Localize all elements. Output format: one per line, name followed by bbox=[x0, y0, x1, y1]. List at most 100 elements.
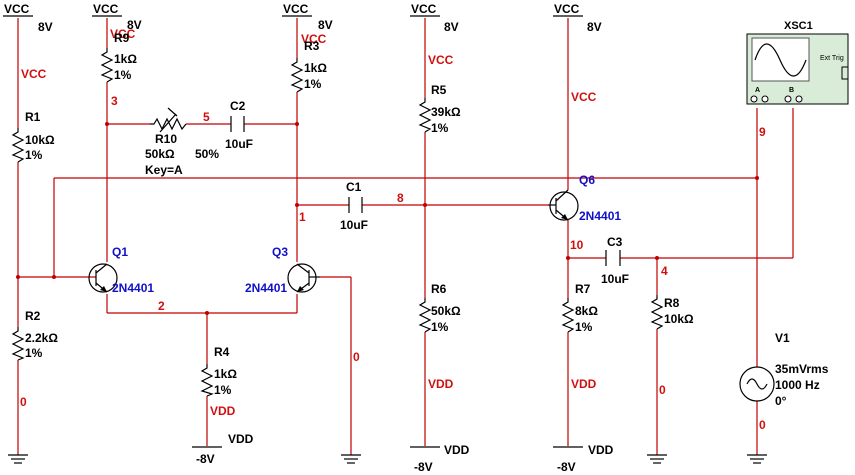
resistor-r4: R4 1kΩ 1% bbox=[200, 345, 237, 397]
ac-source-v1: V1 35mVrms 1000 Hz 0° bbox=[739, 331, 829, 408]
net-3-label: 3 bbox=[111, 94, 118, 108]
resistor-ref: R6 bbox=[431, 282, 447, 296]
resistor-ref: R8 bbox=[664, 296, 680, 310]
transistor-model: 2N4401 bbox=[579, 209, 621, 223]
vdd-netlabel: VDD bbox=[210, 404, 236, 418]
transistor-ref: Q6 bbox=[579, 173, 595, 187]
vcc-value: 8V bbox=[587, 20, 602, 34]
resistor-tolerance: 1% bbox=[431, 320, 449, 334]
vdd-label: VDD bbox=[228, 432, 254, 446]
pot-value: 50kΩ bbox=[145, 147, 175, 161]
vcc-value: 8V bbox=[38, 20, 53, 34]
transistor-q1: Q1 2N4401 bbox=[88, 245, 154, 295]
source-amplitude: 35mVrms bbox=[775, 362, 829, 376]
resistor-tolerance: 1% bbox=[304, 77, 322, 91]
resistor-r2: R2 2.2kΩ 1% bbox=[11, 309, 58, 361]
resistor-tolerance: 1% bbox=[575, 320, 593, 334]
capacitor-ref: C3 bbox=[607, 235, 623, 249]
net-0-label: 0 bbox=[353, 350, 360, 364]
net-10-label: 10 bbox=[570, 238, 584, 252]
potentiometer-r10: R10 50kΩ 50% Key=A bbox=[145, 107, 219, 177]
resistor-ref: R1 bbox=[25, 110, 41, 124]
resistor-r3: R3 1kΩ 1% bbox=[290, 39, 327, 93]
vcc-netlabel: VCC bbox=[110, 27, 136, 41]
pot-setting: 50% bbox=[195, 147, 219, 161]
vcc-rail-2: VCC 8V VCC bbox=[92, 2, 142, 41]
resistor-value: 8kΩ bbox=[575, 304, 598, 318]
vcc-label: VCC bbox=[93, 2, 119, 16]
capacitor-c2: C2 10uF bbox=[225, 99, 253, 151]
transistor-model: 2N4401 bbox=[112, 281, 154, 295]
vcc-value: 8V bbox=[127, 18, 142, 32]
net-8-label: 8 bbox=[397, 191, 404, 205]
resistor-tolerance: 1% bbox=[114, 68, 132, 82]
vcc-rail-3: VCC 8V VCC bbox=[282, 2, 333, 46]
resistor-ref: R5 bbox=[431, 83, 447, 97]
vcc-netlabel: VCC bbox=[571, 90, 597, 104]
ground-icon bbox=[8, 454, 28, 464]
capacitor-value: 10uF bbox=[601, 272, 629, 286]
transistor-q6: Q6 2N4401 bbox=[548, 173, 621, 223]
net-5-label: 5 bbox=[203, 110, 210, 124]
net-9-label: 9 bbox=[759, 125, 766, 139]
net-2-label: 2 bbox=[158, 299, 165, 313]
pot-ref: R10 bbox=[155, 132, 177, 146]
vcc-rail-5: VCC 8V VCC bbox=[553, 2, 602, 104]
vdd-netlabel: VDD bbox=[428, 377, 454, 391]
capacitor-ref: C1 bbox=[346, 180, 362, 194]
vdd-value: -8V bbox=[414, 460, 433, 474]
vdd-label: VDD bbox=[444, 443, 470, 457]
resistor-r6: R6 50kΩ 1% bbox=[418, 282, 461, 334]
oscilloscope-xsc1: XSC1 Ext Trig A B bbox=[746, 20, 849, 105]
vdd-supply-2: VDD -8V VDD bbox=[410, 377, 470, 474]
transistor-ref: Q1 bbox=[112, 245, 128, 259]
resistor-r7: R7 8kΩ 1% bbox=[561, 282, 598, 334]
scope-ext-trig: Ext Trig bbox=[820, 55, 844, 62]
resistor-value: 39kΩ bbox=[431, 105, 461, 119]
resistor-value: 1kΩ bbox=[304, 61, 327, 75]
capacitor-c1: C1 10uF bbox=[340, 180, 368, 232]
vcc-label: VCC bbox=[411, 2, 437, 16]
vcc-rail-4: VCC 8V VCC bbox=[410, 2, 459, 67]
scope-ref: XSC1 bbox=[784, 20, 813, 32]
transistor-model: 2N4401 bbox=[245, 281, 287, 295]
vdd-supply-3: VDD -8V VDD bbox=[553, 377, 614, 474]
resistor-ref: R3 bbox=[304, 39, 320, 53]
vcc-netlabel: VCC bbox=[301, 32, 327, 46]
pot-key: Key=A bbox=[145, 163, 183, 177]
vcc-label: VCC bbox=[554, 2, 580, 16]
transistor-q3: Q3 2N4401 bbox=[245, 245, 320, 295]
resistor-value: 50kΩ bbox=[431, 304, 461, 318]
vcc-netlabel: VCC bbox=[428, 53, 454, 67]
resistor-value: 10kΩ bbox=[664, 312, 694, 326]
vdd-value: -8V bbox=[557, 460, 576, 474]
resistor-tolerance: 1% bbox=[214, 383, 232, 397]
capacitor-value: 10uF bbox=[225, 137, 253, 151]
capacitor-ref: C2 bbox=[230, 99, 246, 113]
ground-icon bbox=[647, 454, 667, 464]
resistor-tolerance: 1% bbox=[25, 148, 43, 162]
resistor-ref: R9 bbox=[114, 31, 130, 45]
scope-waveform-icon bbox=[754, 43, 807, 77]
resistor-value: 2.2kΩ bbox=[25, 331, 58, 345]
resistor-value: 1kΩ bbox=[214, 367, 237, 381]
resistor-value: 1kΩ bbox=[114, 52, 137, 66]
ground-icon bbox=[747, 454, 767, 464]
resistor-ref: R2 bbox=[25, 309, 41, 323]
vdd-value: -8V bbox=[196, 452, 215, 466]
net-labels: 3 5 1 8 2 0 0 0 0 9 10 4 bbox=[20, 94, 766, 432]
scope-channel-b: B bbox=[789, 87, 794, 94]
ground-icon bbox=[341, 454, 361, 464]
vdd-netlabel: VDD bbox=[571, 377, 597, 391]
resistor-tolerance: 1% bbox=[25, 346, 43, 360]
vcc-rail-1: VCC 8V VCC bbox=[3, 2, 53, 81]
vcc-netlabel: VCC bbox=[21, 67, 47, 81]
vdd-label: VDD bbox=[588, 443, 614, 457]
net-4-label: 4 bbox=[661, 264, 668, 278]
junctions bbox=[16, 122, 759, 315]
vcc-label: VCC bbox=[4, 2, 30, 16]
ground-symbols bbox=[8, 454, 767, 464]
source-ref: V1 bbox=[775, 331, 790, 345]
net-0-label: 0 bbox=[659, 383, 666, 397]
